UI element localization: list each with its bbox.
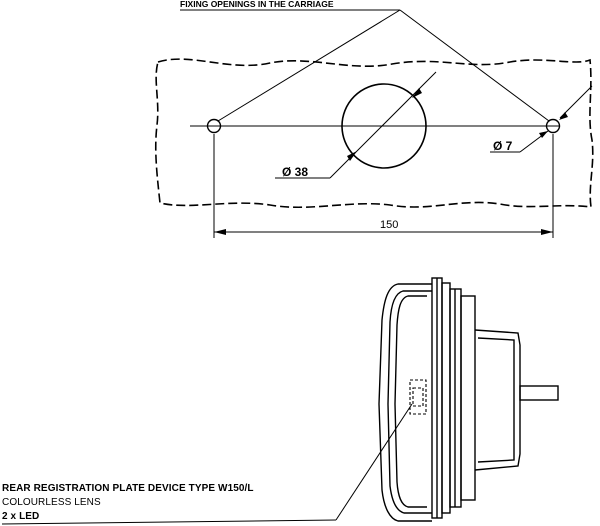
- label-spacing-150: 150: [380, 219, 398, 231]
- diameter-38-dimension: [275, 71, 437, 179]
- arrow-head: [412, 88, 422, 98]
- carriage-outline: [154, 58, 594, 209]
- left-fixing-hole: [206, 118, 222, 134]
- led-leader: [335, 403, 413, 521]
- lamp-side-view: [378, 277, 559, 522]
- arrow-head: [214, 229, 226, 235]
- arrow-head: [559, 112, 568, 120]
- arrow-head: [347, 151, 357, 161]
- callout-fixing-openings: FIXING OPENINGS IN THE CARRIAGE: [180, 0, 334, 9]
- led-detail: [409, 379, 427, 415]
- led-leader-base: [1, 519, 337, 525]
- right-fixing-hole: [545, 118, 561, 134]
- large-hole: [341, 83, 427, 169]
- label-diameter-7: Ø 7: [493, 139, 513, 153]
- caption-lens: COLOURLESS LENS: [2, 497, 101, 508]
- label-diameter-38: Ø 38: [282, 165, 308, 179]
- caption-title: REAR REGISTRATION PLATE DEVICE TYPE W150…: [2, 483, 254, 494]
- arrow-head: [541, 229, 553, 235]
- spacing-150-dimension: [213, 134, 554, 238]
- callout-leaders: [180, 9, 550, 122]
- caption-led: 2 x LED: [2, 511, 40, 522]
- arrow-head: [539, 131, 548, 138]
